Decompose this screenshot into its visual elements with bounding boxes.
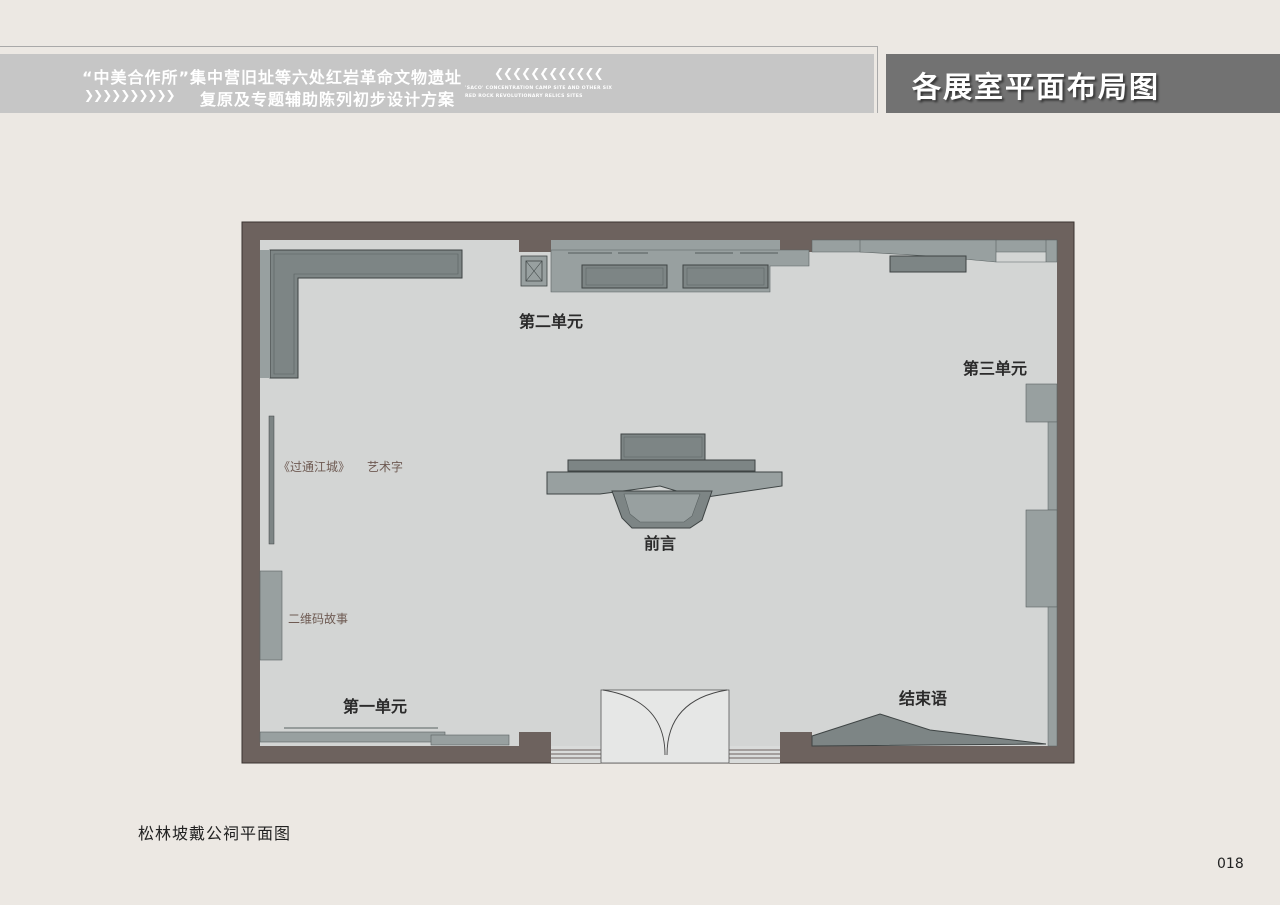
door-swing-left: [602, 689, 666, 756]
page-number: 018: [1217, 856, 1244, 872]
display-case-top-right: [859, 239, 1058, 263]
unit2-label: 第二单元: [519, 312, 583, 331]
preface-back-panel-inner: [623, 436, 703, 458]
unit3-label: 第三单元: [963, 359, 1027, 378]
plan-caption: 松林坡戴公祠平面图: [138, 824, 292, 843]
conclusion-label: 结束语: [898, 689, 947, 708]
wall-panel-left: [268, 415, 275, 545]
wall-panel-right-bottom: [1025, 509, 1058, 608]
wall-panel-right-top: [1025, 383, 1058, 423]
header-english-line1: 'SACO' CONCENTRATION CAMP SITE AND OTHER…: [465, 86, 613, 91]
wall-panel-right-thin: [1047, 421, 1058, 511]
preface-podium-inner: [623, 493, 701, 523]
preface-shelf: [567, 459, 756, 472]
header-english-line2: RED ROCK REVOLUTIONARY RELICS SITES: [465, 94, 583, 99]
display-case-top-center-right: [682, 264, 769, 289]
top-wall-strip: [551, 240, 780, 250]
header-title-line2: 复原及专题辅助陈列初步设计方案: [200, 90, 456, 109]
wall-panel-left-strip: [260, 250, 270, 378]
page-title: 各展室平面布局图: [912, 70, 1161, 104]
chevron-left-decoration: ❯❯❯❯❯❯❯❯❯❯: [84, 88, 176, 102]
pillar-bottom-left: [519, 732, 551, 746]
preface-label: 前言: [644, 534, 676, 553]
art-text-type-label: 艺术字: [367, 459, 403, 474]
threshold-steps-left: [551, 749, 601, 759]
title-box: [886, 54, 1280, 113]
art-text-title-label: 《过通江城》: [278, 460, 350, 474]
display-case-top-center-right-inner: [686, 267, 765, 286]
display-case-conclusion: [811, 713, 1047, 747]
pillar-top-left: [519, 240, 551, 252]
display-case-bottom-left-long: [259, 731, 446, 743]
header-band: [0, 54, 874, 113]
header-divider-vertical: [877, 46, 878, 113]
pillar-top-right: [780, 240, 812, 252]
pillar-bottom-right: [780, 732, 812, 746]
preface-back-panel: [620, 433, 706, 461]
display-case-top-center-left-inner: [585, 267, 664, 286]
display-case-top-left-inner: [273, 253, 459, 375]
display-case-top-center-left: [581, 264, 668, 289]
display-case-top-right-box: [889, 255, 967, 273]
unit1-label: 第一单元: [343, 697, 407, 716]
qr-story-panel: [259, 570, 283, 661]
header-title-line1: “中美合作所”集中营旧址等六处红岩革命文物遗址: [82, 68, 463, 87]
artifact-box-cross-2: [525, 260, 543, 282]
chevron-right-decoration: ❮❮❮❮❮❮❮❮❮❮❮❮: [494, 66, 604, 80]
threshold-steps-right: [729, 749, 780, 759]
door-swing-right: [666, 689, 728, 756]
qr-story-label: 二维码故事: [288, 611, 348, 626]
artifact-box-inner: [525, 260, 543, 282]
wall-panel-right-lower-thin: [1047, 606, 1058, 747]
display-case-bottom-left-short: [430, 734, 510, 746]
header-divider-top: [0, 46, 878, 47]
